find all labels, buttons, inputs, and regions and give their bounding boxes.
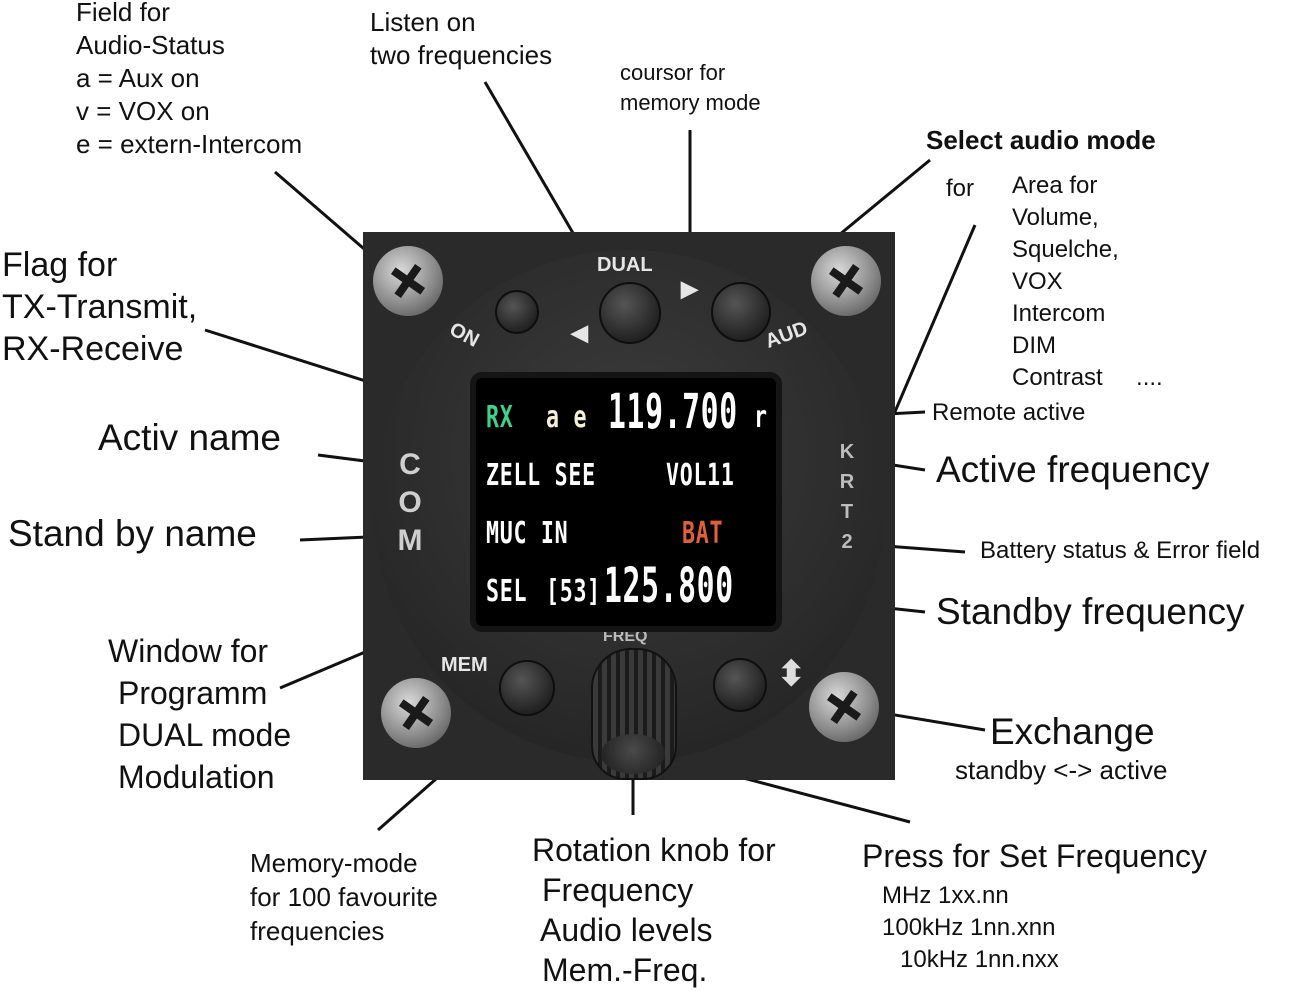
memory-mode-line: for 100 favourite (250, 882, 438, 912)
screw-bottom-right (809, 672, 879, 742)
audio-status-line: e = extern-Intercom (76, 129, 303, 159)
annotation-exchange: Exchange (990, 711, 1155, 752)
annotation-stand-by-name: Stand by name (8, 513, 257, 554)
flag-tx-rx-line: RX-Receive (2, 330, 184, 368)
window-programm-line: Window for (108, 633, 269, 669)
memory-mode-line: Memory-mode (250, 848, 418, 878)
lcd-display: RX a e 119.700 r ZELL SEE VOL11 MUC IN B… (476, 378, 776, 626)
memory-slot: [53] (546, 574, 601, 609)
krt-letter-2: 2 (841, 531, 853, 553)
standby-name: MUC IN (486, 516, 569, 551)
cursor-memory-line: coursor for (620, 60, 726, 85)
annotation-exchange-sub: standby <-> active (955, 755, 1168, 785)
annotation-press-set-frequency: Press for Set Frequency (862, 838, 1208, 874)
annotation-activ-name: Activ name (98, 417, 282, 458)
battery-status-field: BAT (682, 516, 724, 551)
annotation-memory-mode: Memory-mode for 100 favourite frequencie… (250, 846, 438, 948)
krt-letter-t: T (840, 501, 854, 523)
audio-area-line: VOX (1012, 268, 1063, 295)
active-frequency: 119.700 (608, 384, 738, 440)
audio-status-line: v = VOX on (76, 96, 210, 126)
cursor-memory-line: memory mode (620, 90, 761, 115)
listen-two-line: Listen on (370, 7, 476, 37)
annotation-listen-two: Listen on two frequencies (370, 6, 552, 72)
krt-letter-k: K (839, 441, 855, 463)
audio-status-line: Field for (76, 0, 170, 27)
annotation-cursor-memory: coursor for memory mode (620, 58, 761, 118)
annotation-audio-area: Area for Volume, Squelche, VOX Intercom … (1012, 170, 1163, 394)
annotation-active-frequency: Active frequency (936, 449, 1210, 490)
com-letter-o: O (398, 486, 422, 519)
annotation-battery-status: Battery status & Error field (980, 537, 1261, 564)
audio-status-field: a e (546, 400, 588, 435)
audio-status-line: Audio-Status (76, 30, 225, 60)
annotation-standby-frequency: Standby frequency (936, 591, 1245, 632)
window-programm-line: Modulation (118, 759, 275, 795)
rotation-knob-line: Rotation knob for (532, 832, 776, 868)
arrow-left-icon: ◀ (571, 320, 588, 345)
audio-area-line: DIM (1012, 332, 1056, 359)
com-letter-c: C (399, 448, 421, 481)
listen-two-line: two frequencies (370, 40, 553, 70)
arrow-right-icon: ▶ (681, 276, 698, 301)
mem-button[interactable] (499, 660, 555, 716)
arrow-updown-icon: ⬍ (777, 655, 806, 693)
screw-top-left (373, 246, 443, 316)
audio-area-line: Squelche, (1012, 236, 1119, 263)
mem-label: MEM (441, 654, 488, 676)
radio-device: ON DUAL AUD MEM FREQ ◀ ▶ ⬍ C O M K R T 2… (363, 232, 895, 780)
memory-mode-line: frequencies (250, 916, 385, 946)
rotation-knob-line: Mem.-Freq. (542, 952, 708, 988)
active-name: ZELL SEE (486, 458, 596, 493)
annotation-rotation-knob: Rotation knob for Frequency Audio levels… (532, 830, 776, 990)
volume-field: VOL11 (666, 458, 735, 493)
audio-status-line: a = Aux on (76, 63, 200, 93)
annotation-select-audio-mode: Select audio mode (926, 125, 1156, 155)
annotation-audio-status: Field for Audio-Status a = Aux on v = VO… (76, 0, 302, 161)
krt-letter-r: R (839, 471, 855, 493)
annotation-remote-active: Remote active (932, 399, 1086, 426)
frequency-knob-cap (601, 734, 665, 774)
mode-field: SEL (486, 574, 528, 609)
rotation-knob-line: Audio levels (540, 912, 713, 948)
screw-top-right (811, 246, 881, 316)
dual-label: DUAL (597, 254, 653, 276)
exchange-button[interactable] (713, 658, 767, 712)
annotation-window-programm: Window for Programm DUAL mode Modulation (108, 630, 291, 798)
audio-area-line: Intercom (1012, 300, 1106, 327)
press-set-frequency-line: 10kHz 1nn.nxx (900, 946, 1059, 973)
freq-label: FREQ (603, 628, 648, 645)
window-programm-line: Programm (118, 675, 268, 711)
flag-tx-rx-line: Flag for (2, 246, 118, 284)
tx-rx-flag: RX (486, 400, 514, 435)
annotation-flag-tx-rx: Flag for TX-Transmit, RX-Receive (2, 244, 197, 370)
press-set-frequency-line: 100kHz 1nn.xnn (882, 914, 1056, 941)
audio-area-line: Volume, (1012, 204, 1099, 231)
frequency-rotation-knob[interactable] (591, 648, 677, 780)
annotation-press-set-frequency-lines: MHz 1xx.nn 100kHz 1nn.xnn 10kHz 1nn.nxx (882, 880, 1059, 976)
screw-bottom-left (381, 678, 451, 748)
rotation-knob-line: Frequency (542, 872, 694, 908)
aud-button[interactable] (711, 282, 771, 342)
annotation-for: for (946, 175, 975, 202)
on-volume-knob[interactable] (495, 290, 539, 334)
remote-flag: r (754, 400, 768, 435)
window-programm-line: DUAL mode (118, 717, 292, 753)
audio-area-line: Area for (1012, 172, 1098, 199)
dual-button[interactable] (599, 282, 661, 344)
standby-frequency: 125.800 (604, 558, 734, 614)
audio-area-line: Contrast .... (1012, 364, 1163, 391)
flag-tx-rx-line: TX-Transmit, (2, 288, 198, 326)
com-letter-m: M (397, 524, 423, 557)
press-set-frequency-line: MHz 1xx.nn (882, 882, 1009, 909)
